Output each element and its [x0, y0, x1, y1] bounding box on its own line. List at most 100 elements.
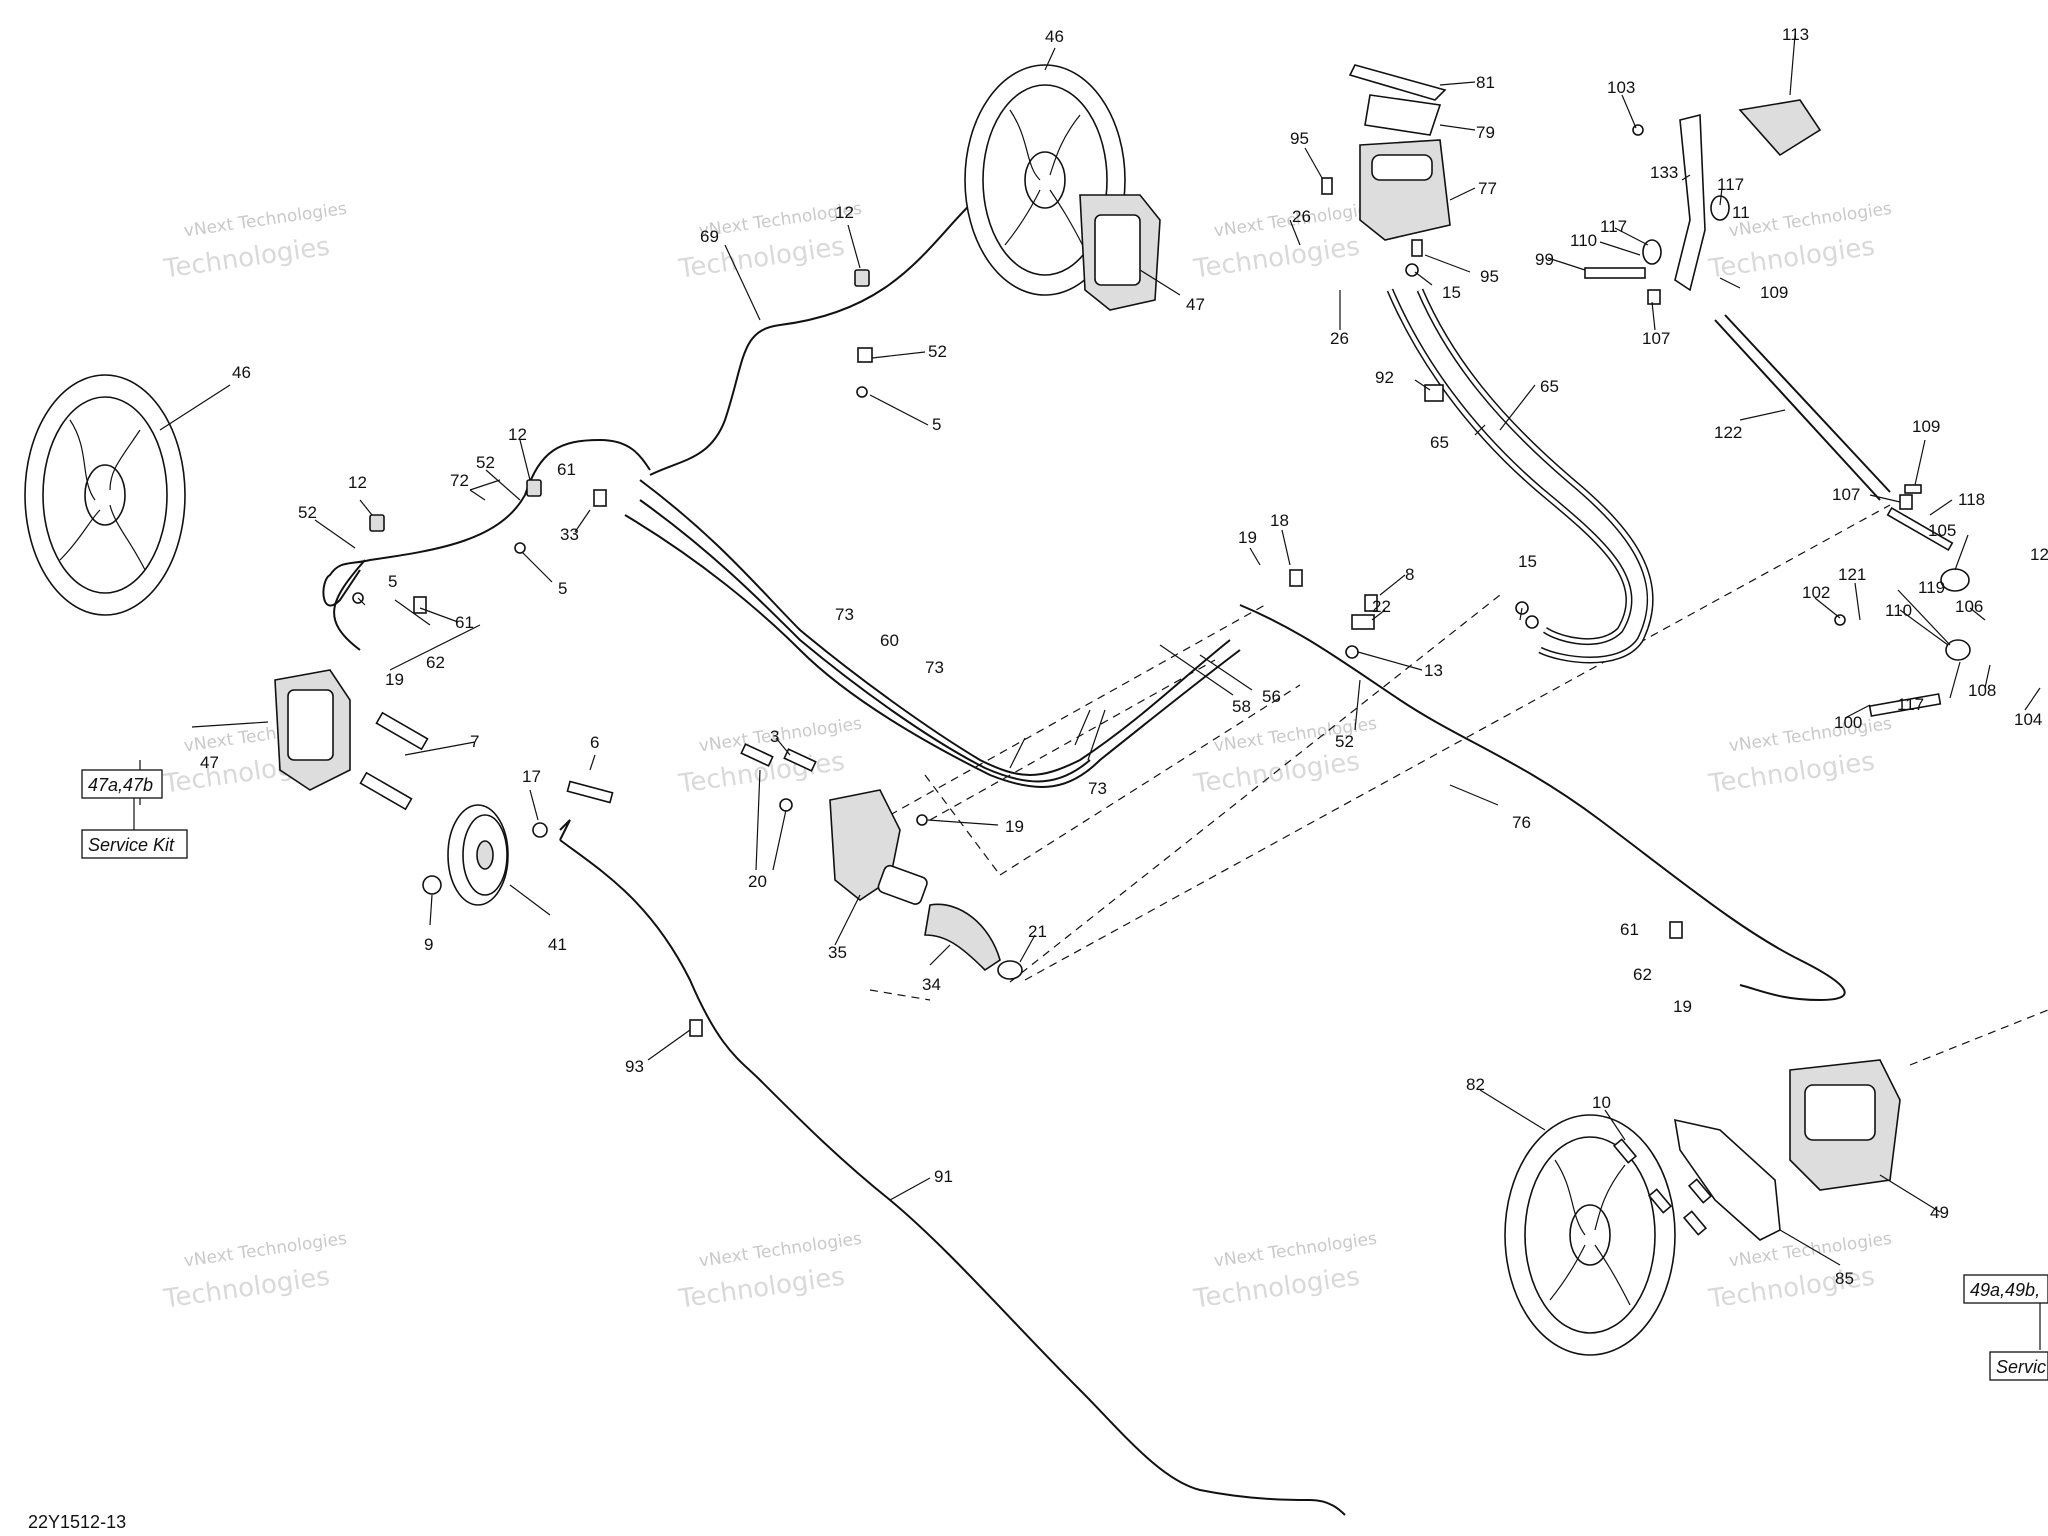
callout-46: 46: [232, 363, 251, 382]
washer-19: [916, 814, 928, 826]
callout-122: 122: [1714, 423, 1742, 442]
callout-73: 73: [1088, 779, 1107, 798]
callout-109: 109: [1760, 283, 1788, 302]
callout-52: 52: [476, 453, 495, 472]
callout-95: 95: [1480, 267, 1499, 286]
callout-26: 26: [1330, 329, 1349, 348]
bolt-3: [783, 748, 817, 772]
callout-76: 76: [1512, 813, 1531, 832]
callout-99: 99: [1535, 250, 1554, 269]
callout-133: 133: [1650, 163, 1678, 182]
parking-cable-end: [559, 819, 571, 841]
watermark: vNext Technologies Technologies: [161, 1229, 348, 1315]
callout-3: 3: [770, 727, 779, 746]
callout-8: 8: [1405, 565, 1414, 584]
bleeder-61: [593, 489, 607, 507]
callout-106: 106: [1955, 597, 1983, 616]
callout-17: 17: [522, 767, 541, 786]
callout-77: 77: [1478, 179, 1497, 198]
clip-12: [526, 479, 542, 497]
callout-15: 15: [1442, 283, 1461, 302]
callout-9: 9: [424, 935, 433, 954]
callout-20: 20: [748, 872, 767, 891]
bleeder-61: [1669, 921, 1683, 939]
watermark: vNext Technologies Technologies: [1191, 1229, 1378, 1315]
callout-26: 26: [1292, 207, 1311, 226]
nut-103: [1632, 124, 1644, 136]
watermark: vNext Technologies Technologies: [1191, 199, 1378, 285]
callout-107: 107: [1642, 329, 1670, 348]
callout-5: 5: [558, 579, 567, 598]
bleeder-61: [413, 596, 427, 614]
callout-104: 104: [2014, 710, 2042, 729]
fasteners: [352, 124, 1971, 1236]
brake-line-69: [649, 194, 981, 476]
callout-85: 85: [1835, 1269, 1854, 1288]
service-kit-label: Service Kit: [88, 835, 175, 855]
callout-61: 61: [557, 460, 576, 479]
callout-102: 102: [1802, 583, 1830, 602]
callout-6: 6: [590, 733, 599, 752]
callout-58: 58: [1232, 697, 1251, 716]
bolt-10: [1687, 1178, 1713, 1204]
callout-117: 117: [1717, 175, 1744, 194]
callout-56: 56: [1262, 687, 1281, 706]
callout-5: 5: [388, 572, 397, 591]
reservoir-cap-79: [1364, 94, 1442, 136]
pulley-41: [447, 804, 509, 906]
caliper-front-left: [274, 669, 351, 791]
caliper-rear-49: [1789, 1059, 1901, 1191]
callout-121: 121: [1838, 565, 1866, 584]
callout-46: 46: [1045, 27, 1064, 46]
callout-47: 47: [1186, 295, 1205, 314]
callout-103: 103: [1607, 78, 1635, 97]
kit-label: 47a,47b: [88, 775, 153, 795]
clamp-52: [857, 347, 873, 363]
screw-95: [1411, 239, 1423, 257]
callout-33: 33: [560, 525, 579, 544]
brake-line-60b: [624, 514, 1241, 788]
bushing-117: [1642, 239, 1662, 265]
callout-61: 61: [1620, 920, 1639, 939]
bolt-6: [566, 780, 614, 804]
hose-65: [1386, 288, 1633, 646]
callout-41: 41: [548, 935, 567, 954]
callout-52: 52: [928, 342, 947, 361]
washer-20: [779, 798, 793, 812]
callout-34: 34: [922, 975, 941, 994]
callout-52: 52: [298, 503, 317, 522]
callout-73: 73: [835, 605, 854, 624]
callout-73: 73: [925, 658, 944, 677]
kit-label: 49a,49b,: [1970, 1280, 2040, 1300]
brake-line-60: [639, 479, 1231, 776]
callout-95: 95: [1290, 129, 1309, 148]
leader-lines: [139, 34, 2048, 1350]
brake-lines: [322, 194, 1891, 1516]
bolt-7: [375, 711, 429, 751]
callout-82: 82: [1466, 1075, 1485, 1094]
watermark: vNext Technologies Technologies: [676, 1229, 863, 1315]
service-kit-front-left: 47a,47b Service Kit: [81, 769, 188, 859]
callout-72: 72: [450, 471, 469, 490]
callout-49: 49: [1930, 1203, 1949, 1222]
callout-105: 105: [1928, 521, 1956, 540]
clamp-22: [1351, 614, 1375, 630]
callout-52: 52: [1335, 732, 1354, 751]
callout-109: 109: [1912, 417, 1940, 436]
callout-117: 117: [1897, 695, 1924, 714]
rod-122: [1714, 319, 1881, 501]
screw-5: [856, 386, 868, 398]
callout-12: 12: [835, 203, 854, 222]
callout-118: 118: [1958, 490, 1985, 509]
nut-15: [1405, 263, 1419, 277]
callout-69: 69: [700, 227, 719, 246]
assembly-guide-lines: [869, 504, 2048, 1066]
callout-35: 35: [828, 943, 847, 962]
nut-15: [1525, 615, 1539, 629]
callout-65: 65: [1430, 433, 1449, 452]
clamp-21: [997, 960, 1023, 980]
nut-107: [1647, 289, 1661, 305]
nut-107: [1899, 494, 1913, 510]
bolt-100: [1868, 693, 1942, 717]
